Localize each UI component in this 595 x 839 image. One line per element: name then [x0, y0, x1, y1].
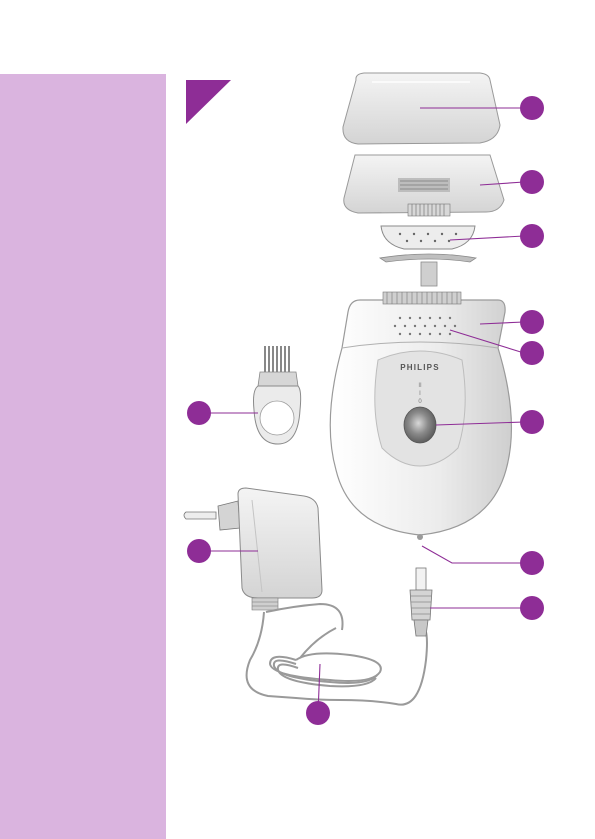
callout-marker-cleaning-brush	[187, 401, 211, 425]
callout-marker-cord	[306, 701, 330, 725]
callout-marker-on-off-switch	[520, 410, 544, 434]
callout-marker-cap	[520, 96, 544, 120]
callout-marker-shaving-head-frame	[520, 310, 544, 334]
on-off-switch[interactable]	[404, 407, 436, 443]
callout-marker-appliance-plug	[520, 596, 544, 620]
brand-logo: PHILIPS	[400, 363, 440, 372]
callout-marker-guard	[520, 170, 544, 194]
callout-marker-adapter	[187, 539, 211, 563]
callout-marker-socket	[520, 551, 544, 575]
switch-mark-2: II	[418, 383, 422, 389]
appliance-plug	[410, 568, 432, 636]
cord	[247, 604, 427, 705]
epilator-body: PHILIPS II I 0	[330, 292, 511, 540]
epilating-head	[380, 204, 476, 286]
section-marker-icon	[186, 80, 231, 124]
callout-marker-tweezer-openings	[520, 341, 544, 365]
callout-marker-epilating-head	[520, 224, 544, 248]
socket	[417, 534, 423, 540]
cleaning-brush	[254, 346, 301, 444]
